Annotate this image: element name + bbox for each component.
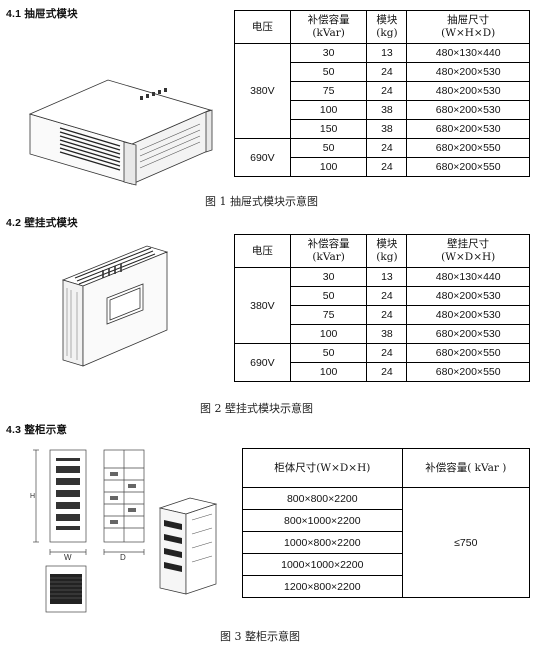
height-label: H	[30, 493, 35, 500]
capacity-cell: 100	[289, 157, 368, 177]
cabinet-spec-table: 柜体尺寸(W×D×H) 补偿容量( kVar ) 800×800×2200 ≤7…	[242, 448, 531, 598]
capacity-cell: 30	[289, 267, 368, 287]
cabinet-top-view-illustration	[45, 565, 87, 613]
weight-cell: 24	[366, 157, 408, 177]
size-cell: 680×200×530	[406, 100, 530, 120]
table-row: 50 24 480×200×530	[235, 62, 530, 82]
weight-cell: 24	[366, 305, 408, 325]
size-cell: 680×200×550	[406, 138, 530, 158]
cabinet-side-view-illustration: D	[103, 449, 145, 560]
header-drawer-size: 抽屉尺寸 (W×H×D)	[406, 10, 530, 44]
capacity-cell: 50	[289, 286, 368, 306]
table-row: 800×800×2200 ≤750	[242, 487, 531, 598]
table-row: 100 24 680×200×550	[235, 362, 530, 382]
table-row: 1200×800×2200	[242, 575, 530, 598]
section-title-cabinet: 4.3 整柜示意	[6, 424, 68, 436]
table-row: 380V 30 13 480×130×440	[234, 267, 530, 344]
capacity-cell: 50	[289, 138, 368, 158]
capacity-cell: 100	[289, 362, 368, 382]
figure-caption-1: 图 1 抽屉式模块示意图	[205, 195, 318, 208]
weight-cell: 24	[366, 62, 408, 82]
table-row: 100 24 680×200×550	[235, 157, 530, 177]
table-row: 50 24 480×200×530	[235, 286, 530, 306]
capacity-cell: 30	[289, 43, 368, 63]
cabinet-front-view-illustration: H W	[30, 449, 87, 560]
size-cell: 800×1000×2200	[242, 509, 403, 532]
weight-cell: 24	[366, 286, 408, 306]
size-cell: 1000×800×2200	[242, 531, 403, 554]
voltage-cell: 380V	[234, 43, 291, 139]
capacity-cell: 75	[289, 81, 368, 101]
weight-cell: 13	[366, 267, 408, 287]
size-cell: 480×200×530	[406, 81, 530, 101]
header-wall-size: 壁挂尺寸 (W×D×H)	[406, 234, 530, 268]
table-row: 380V 30 13 480×130×440	[234, 43, 530, 139]
size-cell: 1000×1000×2200	[242, 553, 403, 576]
header-cabinet-size: 柜体尺寸(W×D×H)	[242, 448, 403, 488]
wall-module-illustration	[61, 245, 169, 367]
table-row: 1000×800×2200	[242, 531, 530, 554]
size-cell: 480×130×440	[406, 43, 530, 63]
width-label: W	[64, 553, 72, 560]
wall-spec-table: 电压 补偿容量 (kVar) 模块 (kg) 壁挂尺寸 (W×D×H) 380V…	[234, 234, 530, 382]
capacity-cell: 100	[289, 100, 368, 120]
table-row: 690V 50 24 680×200×550	[234, 138, 530, 177]
section-title-drawer: 4.1 抽屉式模块	[6, 8, 78, 20]
weight-cell: 24	[366, 81, 408, 101]
capacity-cell: 150	[289, 119, 368, 139]
size-cell: 1200×800×2200	[242, 575, 403, 598]
weight-cell: 24	[366, 362, 408, 382]
weight-cell: 13	[366, 43, 408, 63]
header-capacity: 补偿容量( kVar )	[401, 448, 531, 488]
depth-label: D	[120, 553, 126, 560]
header-module-weight: 模块 (kg)	[366, 234, 408, 268]
size-cell: 680×200×550	[406, 362, 530, 382]
size-cell: 680×200×550	[406, 157, 530, 177]
capacity-cell: 100	[289, 324, 368, 344]
figure-caption-3: 图 3 整柜示意图	[220, 630, 300, 643]
size-cell: 480×200×530	[406, 305, 530, 325]
capacity-cell: ≤750	[401, 487, 531, 598]
header-module-weight: 模块 (kg)	[366, 10, 408, 44]
capacity-cell: 50	[289, 62, 368, 82]
capacity-cell: 75	[289, 305, 368, 325]
weight-cell: 24	[366, 343, 408, 363]
voltage-cell: 690V	[234, 138, 291, 177]
voltage-cell: 690V	[234, 343, 291, 382]
size-cell: 480×200×530	[406, 62, 530, 82]
weight-cell: 38	[366, 100, 408, 120]
size-cell: 680×200×530	[406, 324, 530, 344]
header-capacity: 补偿容量 (kVar)	[289, 10, 368, 44]
size-cell: 480×200×530	[406, 286, 530, 306]
weight-cell: 24	[366, 138, 408, 158]
voltage-cell: 380V	[234, 267, 291, 344]
header-voltage: 电压	[234, 10, 291, 44]
section-title-wall: 4.2 壁挂式模块	[6, 217, 78, 229]
figure-caption-2: 图 2 壁挂式模块示意图	[200, 402, 313, 415]
cabinet-isometric-illustration	[158, 497, 218, 595]
table-row: 100 38 680×200×530	[235, 324, 530, 344]
header-capacity: 补偿容量 (kVar)	[289, 234, 368, 268]
header-voltage: 电压	[234, 234, 291, 268]
capacity-cell: 50	[289, 343, 368, 363]
drawer-spec-table: 电压 补偿容量 (kVar) 模块 (kg) 抽屉尺寸 (W×H×D) 380V…	[234, 10, 530, 177]
drawer-module-illustration	[28, 79, 213, 186]
table-row: 690V 50 24 680×200×550	[234, 343, 530, 382]
weight-cell: 38	[366, 324, 408, 344]
table-row: 150 38 680×200×530	[235, 119, 530, 139]
size-cell: 680×200×530	[406, 119, 530, 139]
size-cell: 480×130×440	[406, 267, 530, 287]
size-cell: 800×800×2200	[242, 487, 403, 510]
table-row: 75 24 480×200×530	[235, 305, 530, 325]
weight-cell: 38	[366, 119, 408, 139]
size-cell: 680×200×550	[406, 343, 530, 363]
